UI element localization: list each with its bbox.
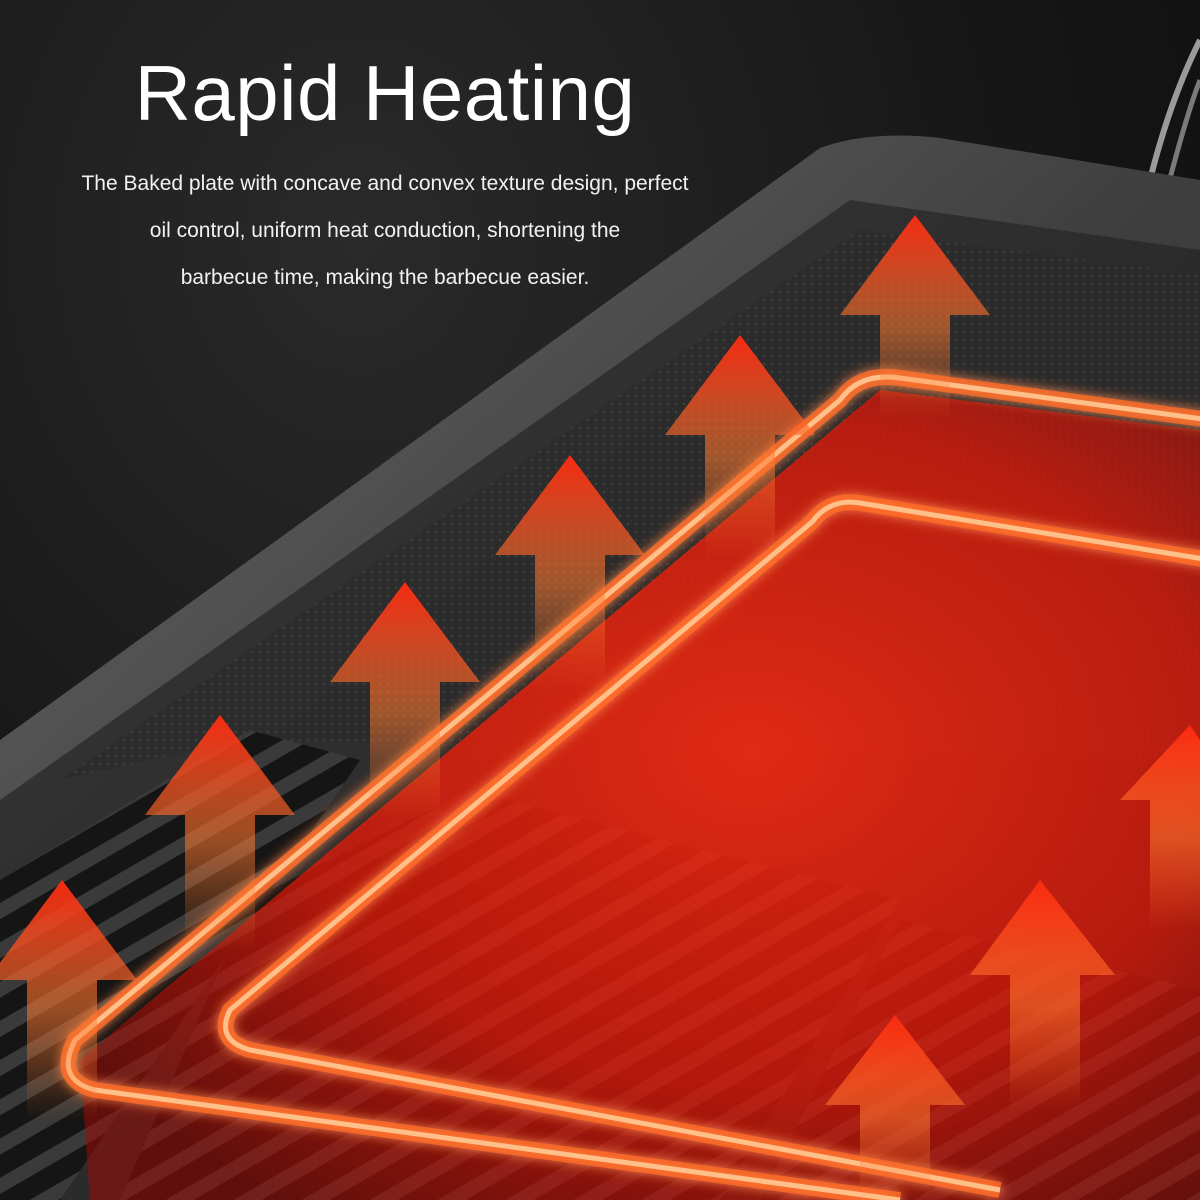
description: The Baked plate with concave and convex … [0,160,770,301]
heat-arrow-icon [0,880,137,1120]
heat-arrows [0,215,1200,1200]
heat-arrow-icon [330,582,480,820]
heat-arrow-icon [825,1015,965,1200]
description-line: barbecue time, making the barbecue easie… [180,266,590,289]
heat-arrow-icon [665,335,815,560]
heat-arrow-icon [145,715,295,950]
heat-arrow-icon [970,880,1115,1110]
heat-arrow-icon [840,215,990,420]
headline: Rapid Heating [134,49,636,137]
description-line: oil control, uniform heat conduction, sh… [149,219,621,242]
heat-arrow-icon [1120,725,1200,930]
handle-wire [1147,38,1200,181]
heat-zone [80,390,1200,1200]
heat-arrow-icon [495,455,645,690]
description-line: The Baked plate with concave and convex … [81,172,689,195]
